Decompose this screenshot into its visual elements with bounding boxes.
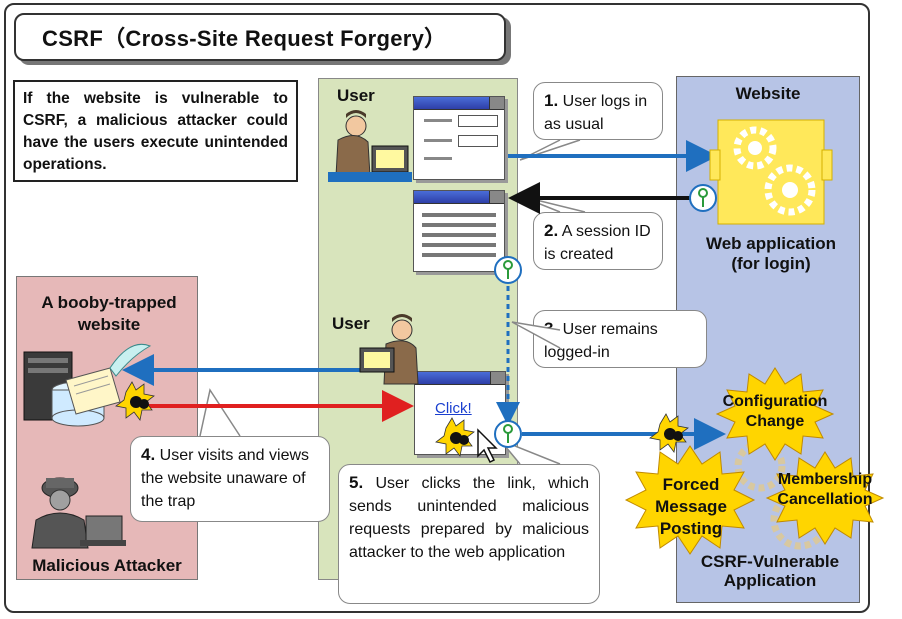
- web-app-gears-icon: [709, 119, 833, 225]
- window-titlebar: [414, 191, 504, 204]
- step-1-callout: 1. User logs in as usual: [533, 82, 663, 140]
- window-titlebar: [414, 97, 504, 110]
- key-icon: [689, 184, 717, 212]
- configuration-change-burst: [715, 367, 835, 461]
- step-4-number: 4.: [141, 445, 156, 464]
- step-5-number: 5.: [349, 473, 364, 492]
- user-at-computer-icon: [328, 110, 412, 182]
- user-at-computer-icon: [359, 314, 419, 385]
- step-2-callout: 2. A session ID is created: [533, 212, 663, 270]
- malicious-attacker-icon: [31, 477, 126, 549]
- csrf-app-label: CSRF-Vulnerable Application: [700, 552, 840, 590]
- scroll-document-icon: [65, 367, 121, 415]
- window-titlebar: [415, 372, 505, 385]
- user-label-mid: User: [332, 314, 370, 333]
- step-5-callout: 5. User clicks the link, which sends uni…: [338, 464, 600, 604]
- session-window: [413, 190, 505, 272]
- website-label: Website: [735, 84, 801, 103]
- effect-config-change: Configuration Change: [722, 393, 828, 430]
- click-link[interactable]: Click!: [435, 400, 472, 417]
- effect-membership-cancellation: Membership Cancellation: [777, 471, 873, 508]
- user-label-top: User: [337, 86, 375, 105]
- trap-link-window: Click!: [414, 371, 506, 455]
- step-2-number: 2.: [544, 221, 559, 240]
- forced-message-posting-burst: [624, 445, 756, 555]
- step-1-number: 1.: [544, 91, 559, 110]
- step-3-text: User remains logged-in: [544, 321, 658, 361]
- key-icon: [494, 256, 522, 284]
- step-4-text: User visits and views the website unawar…: [141, 447, 310, 510]
- bomb-icon: [435, 417, 475, 457]
- step-3-tail: [511, 321, 561, 349]
- step-4-callout: 4. User visits and views the website una…: [130, 436, 330, 522]
- key-icon: [494, 420, 522, 448]
- mouse-cursor-icon: [477, 428, 498, 464]
- step-2-text: A session ID is created: [544, 223, 651, 263]
- intro-text: If the website is vulnerable to CSRF, a …: [13, 80, 298, 182]
- step-3-callout: 3. User remains logged-in: [533, 310, 707, 368]
- booby-trap-label: A booby-trapped website: [41, 293, 177, 334]
- bomb-icon: [649, 413, 689, 453]
- effect-forced-posting: Forced Message Posting: [655, 475, 727, 538]
- step-1-text: User logs in as usual: [544, 93, 648, 133]
- login-form-window: [413, 96, 505, 180]
- step-4-tail: [199, 388, 241, 437]
- step-5-text: User clicks the link, which sends uninte…: [349, 475, 589, 561]
- web-app-label: Web application (for login): [705, 234, 837, 273]
- membership-cancellation-burst: [765, 451, 885, 545]
- quill-pen-icon: [109, 343, 152, 377]
- bomb-icon: [115, 381, 155, 421]
- attacker-label: Malicious Attacker: [32, 556, 182, 575]
- diagram-title: CSRF（Cross-Site Request Forgery）: [14, 13, 506, 61]
